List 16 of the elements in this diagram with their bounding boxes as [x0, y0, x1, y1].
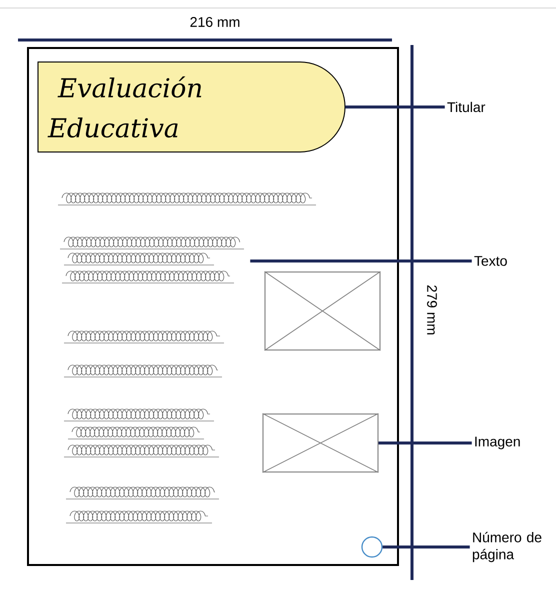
image-placeholder [262, 413, 379, 473]
text-scribble [60, 236, 244, 284]
leader-line [250, 260, 472, 262]
callout-label: Imagen [475, 436, 520, 450]
leader-line [382, 546, 470, 548]
page-number-circle [361, 536, 383, 558]
callout-label: Titular [447, 102, 486, 112]
leader-line [345, 106, 445, 108]
leader-line [378, 442, 472, 444]
callout-label: Número de página [472, 532, 542, 562]
title-banner: Evaluación Educativa [38, 62, 346, 152]
page-sheet [27, 47, 399, 566]
dimension-label: 216 mm [190, 17, 240, 27]
callout-label: Texto [474, 256, 507, 266]
dimension-label: 279 mm [427, 285, 437, 334]
image-placeholder [264, 271, 381, 351]
